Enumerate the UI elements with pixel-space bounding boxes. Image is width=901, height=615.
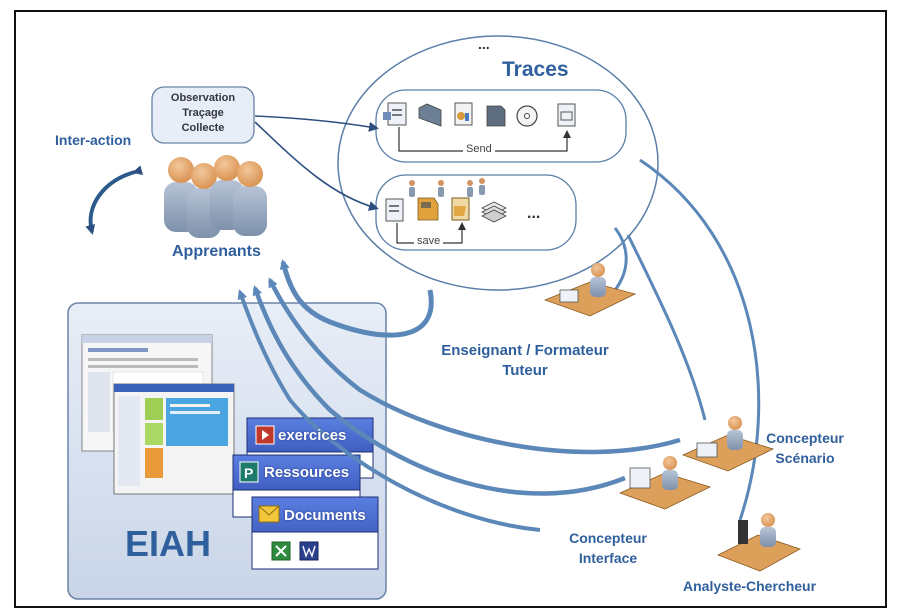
enseignant-label-line2: Tuteur [502,362,548,379]
publisher-icon: P [239,461,259,483]
svg-text:P: P [244,465,253,481]
feedback-arrow-interface [252,285,626,496]
enseignant-label-line1: Enseignant / Formateur [441,342,609,359]
person-icon [479,178,485,195]
word-icon [299,541,319,561]
apprenants-label: Apprenants [172,243,261,260]
trace-flow-scenario [626,234,707,421]
inter-action-label: Inter-action [55,132,132,148]
concepteur-interface-line1: Concepteur [569,530,647,546]
trace-flow-analyste [639,158,761,521]
traces-ellipse [337,35,659,291]
desk-worker-icon [681,416,775,472]
person-icon [438,180,444,197]
folder-icon [418,103,442,127]
document-icon [454,102,473,126]
desk-worker-icon [618,456,712,510]
traces-title: Traces [502,58,569,81]
save-label: save [414,235,444,247]
desk-worker-icon [543,263,637,317]
concepteur-scenario-line2: Scénario [775,450,835,466]
person-group-icon [164,155,267,238]
eiah-label: EIAH [125,523,212,564]
folder-icon [486,105,506,127]
observation-box [151,86,255,144]
arrow-to-save [254,121,379,211]
stack-icon [481,201,507,223]
disc-icon [516,105,538,127]
folder-icon [417,197,439,221]
send-label: Send [463,143,495,155]
feedback-arrow-enseignant [279,259,434,338]
concepteur-scenario-line1: Concepteur [766,430,844,446]
inter-action-arrow [85,165,144,235]
exercices-label: exercices [278,427,347,444]
person-icon [467,180,473,197]
mail-icon [258,505,280,523]
tracage-label: Traçage [182,107,224,119]
concepteur-interface-line2: Interface [578,550,638,566]
document-icon [383,102,407,126]
save-container [375,174,577,251]
ressources-label: Ressources [264,464,350,481]
screenshot-thumbnails [81,334,235,495]
traces-ellipsis: ... [478,36,490,52]
save-ellipsis: ... [527,205,541,222]
person-icon [409,180,415,197]
document-icon [557,103,576,127]
analyste-label: Analyste-Chercheur [683,578,817,594]
powerpoint-icon [255,425,275,445]
excel-icon [271,541,291,561]
documents-label: Documents [284,507,366,524]
observation-label: Observation [170,92,236,104]
feedback-arrow-analyste [237,289,541,532]
feedback-arrow-scenario [267,277,681,455]
desk-worker-icon [717,513,801,572]
arrow-to-send [254,115,379,132]
document-icon [385,198,404,222]
collecte-label: Collecte [181,122,225,134]
save-icons [385,178,507,223]
document-icon [451,197,470,221]
send-icons [383,102,576,127]
